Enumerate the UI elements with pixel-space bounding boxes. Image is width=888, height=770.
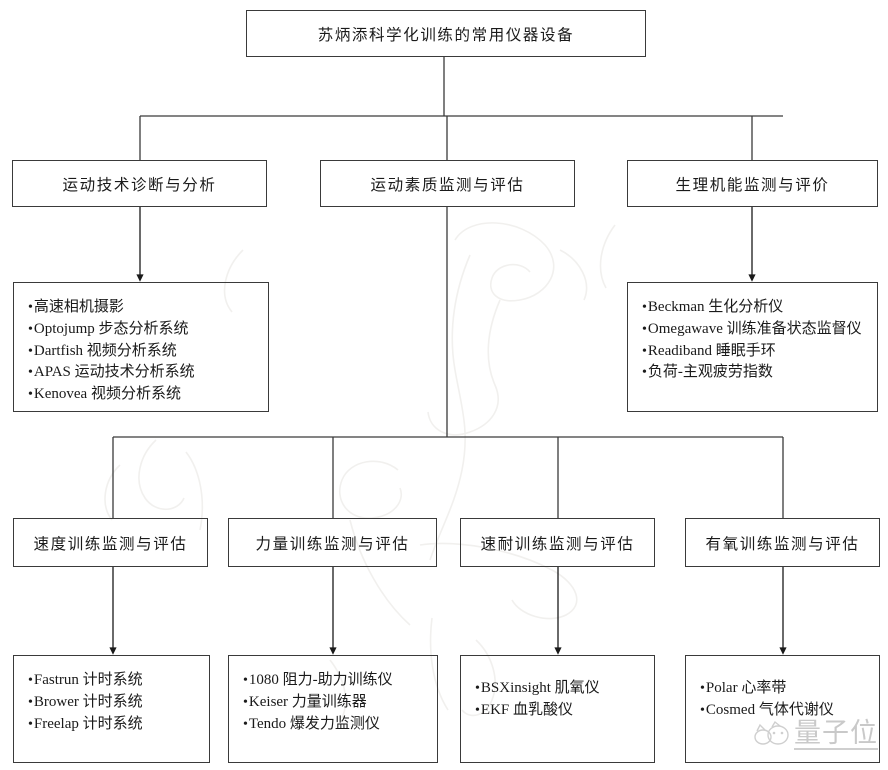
list-item-label: Beckman 生化分析仪 — [647, 299, 784, 315]
endurance-equipment-list: •BSXinsight 肌氧仪 •EKF 血乳酸仪 — [475, 678, 654, 722]
list-item: •Fastrun 计时系统 — [28, 670, 209, 692]
bullet-icon: • — [28, 694, 33, 710]
list-item: •Keiser 力量训练器 — [243, 692, 437, 714]
list-item: •1080 阻力-助力训练仪 — [243, 670, 437, 692]
category-label-physiology: 生理机能监测与评价 — [675, 176, 830, 194]
list-item: •Brower 计时系统 — [28, 692, 209, 714]
list-item: •高速相机摄影 — [28, 297, 268, 319]
bullet-icon: • — [642, 321, 647, 337]
list-item: •Polar 心率带 — [700, 678, 879, 700]
list-item-label: Brower 计时系统 — [33, 693, 143, 710]
list-box-physiology-equipment[interactable]: •Beckman 生化分析仪 •Omegawave 训练准备状态监督仪 •Rea… — [627, 282, 878, 412]
list-item: •EKF 血乳酸仪 — [475, 700, 654, 722]
subcategory-label-strength: 力量训练监测与评估 — [255, 535, 410, 553]
bullet-icon: • — [700, 702, 705, 718]
list-item: •Omegawave 训练准备状态监督仪 — [642, 319, 877, 341]
list-item: •Optojump 步态分析系统 — [28, 319, 268, 341]
list-item-label: 负荷-主观疲劳指数 — [647, 364, 773, 381]
strength-equipment-list: •1080 阻力-助力训练仪 •Keiser 力量训练器 •Tendo 爆发力监… — [243, 670, 437, 735]
subcategory-label-speed-endurance: 速耐训练监测与评估 — [480, 535, 635, 553]
list-item-label: Kenovea 视频分析系统 — [33, 386, 181, 402]
list-item-label: Dartfish 视频分析系统 — [33, 342, 177, 359]
list-item: •Kenovea 视频分析系统 — [28, 384, 268, 406]
bullet-icon: • — [28, 343, 33, 359]
category-label-fitness: 运动素质监测与评估 — [370, 176, 525, 194]
bullet-icon: • — [642, 343, 647, 359]
list-item-label: EKF 血乳酸仪 — [480, 701, 573, 718]
category-label-technique: 运动技术诊断与分析 — [62, 176, 217, 194]
list-item: •Readiband 睡眠手环 — [642, 341, 877, 363]
list-item: •Cosmed 气体代谢仪 — [700, 700, 879, 722]
bullet-icon: • — [28, 365, 33, 381]
list-item-label: Optojump 步态分析系统 — [33, 320, 189, 337]
bullet-icon: • — [243, 694, 248, 710]
list-item-label: APAS 运动技术分析系统 — [33, 364, 195, 381]
list-box-speed-equipment[interactable]: •Fastrun 计时系统 •Brower 计时系统 •Freelap 计时系统 — [13, 655, 210, 763]
list-item-label: Cosmed 气体代谢仪 — [705, 701, 834, 718]
aerobic-equipment-list: •Polar 心率带 •Cosmed 气体代谢仪 — [700, 678, 879, 722]
category-box-fitness[interactable]: 运动素质监测与评估 — [320, 160, 575, 207]
bullet-icon: • — [28, 300, 33, 315]
list-item-label: Polar 心率带 — [705, 680, 787, 696]
list-item: •Tendo 爆发力监测仪 — [243, 714, 437, 736]
category-box-physiology[interactable]: 生理机能监测与评价 — [627, 160, 878, 207]
list-item-label: Freelap 计时系统 — [33, 715, 143, 732]
list-item-label: Fastrun 计时系统 — [33, 672, 143, 688]
category-box-technique[interactable]: 运动技术诊断与分析 — [12, 160, 267, 207]
page-title: 苏炳添科学化训练的常用仪器设备 — [317, 26, 575, 44]
list-box-technique-equipment[interactable]: •高速相机摄影 •Optojump 步态分析系统 •Dartfish 视频分析系… — [13, 282, 269, 412]
list-box-aerobic-equipment[interactable]: •Polar 心率带 •Cosmed 气体代谢仪 — [685, 655, 880, 763]
list-item: •BSXinsight 肌氧仪 — [475, 678, 654, 700]
bullet-icon: • — [28, 321, 33, 337]
list-item: •Freelap 计时系统 — [28, 714, 209, 736]
subcategory-label-aerobic: 有氧训练监测与评估 — [705, 535, 860, 553]
list-item-label: 1080 阻力-助力训练仪 — [248, 672, 393, 688]
root-title-box[interactable]: 苏炳添科学化训练的常用仪器设备 — [246, 10, 646, 57]
bullet-icon: • — [642, 365, 647, 381]
list-item: •APAS 运动技术分析系统 — [28, 362, 268, 384]
list-item-label: Omegawave 训练准备状态监督仪 — [647, 320, 862, 337]
subcategory-box-aerobic[interactable]: 有氧训练监测与评估 — [685, 518, 880, 567]
bullet-icon: • — [642, 300, 647, 315]
list-box-strength-equipment[interactable]: •1080 阻力-助力训练仪 •Keiser 力量训练器 •Tendo 爆发力监… — [228, 655, 438, 763]
list-item-label: 高速相机摄影 — [33, 299, 124, 315]
subcategory-box-strength[interactable]: 力量训练监测与评估 — [228, 518, 437, 567]
bullet-icon: • — [700, 681, 705, 696]
list-item-label: Tendo 爆发力监测仪 — [248, 715, 380, 732]
list-item: •Beckman 生化分析仪 — [642, 297, 877, 319]
physiology-equipment-list: •Beckman 生化分析仪 •Omegawave 训练准备状态监督仪 •Rea… — [642, 297, 877, 384]
subcategory-label-speed: 速度训练监测与评估 — [33, 535, 188, 553]
subcategory-box-speed-endurance[interactable]: 速耐训练监测与评估 — [460, 518, 655, 567]
list-item-label: Keiser 力量训练器 — [248, 693, 367, 710]
list-item-label: BSXinsight 肌氧仪 — [480, 680, 600, 696]
speed-equipment-list: •Fastrun 计时系统 •Brower 计时系统 •Freelap 计时系统 — [28, 670, 209, 735]
bullet-icon: • — [28, 716, 33, 732]
technique-equipment-list: •高速相机摄影 •Optojump 步态分析系统 •Dartfish 视频分析系… — [28, 297, 268, 406]
subcategory-box-speed[interactable]: 速度训练监测与评估 — [13, 518, 208, 567]
bullet-icon: • — [475, 702, 480, 718]
list-item: •Dartfish 视频分析系统 — [28, 341, 268, 363]
list-item-label: Readiband 睡眠手环 — [647, 342, 776, 359]
bullet-icon: • — [28, 387, 33, 402]
list-box-endurance-equipment[interactable]: •BSXinsight 肌氧仪 •EKF 血乳酸仪 — [460, 655, 655, 763]
bullet-icon: • — [28, 673, 33, 688]
bullet-icon: • — [243, 716, 248, 732]
bullet-icon: • — [243, 673, 248, 688]
bullet-icon: • — [475, 681, 480, 696]
list-item: •负荷-主观疲劳指数 — [642, 362, 877, 384]
